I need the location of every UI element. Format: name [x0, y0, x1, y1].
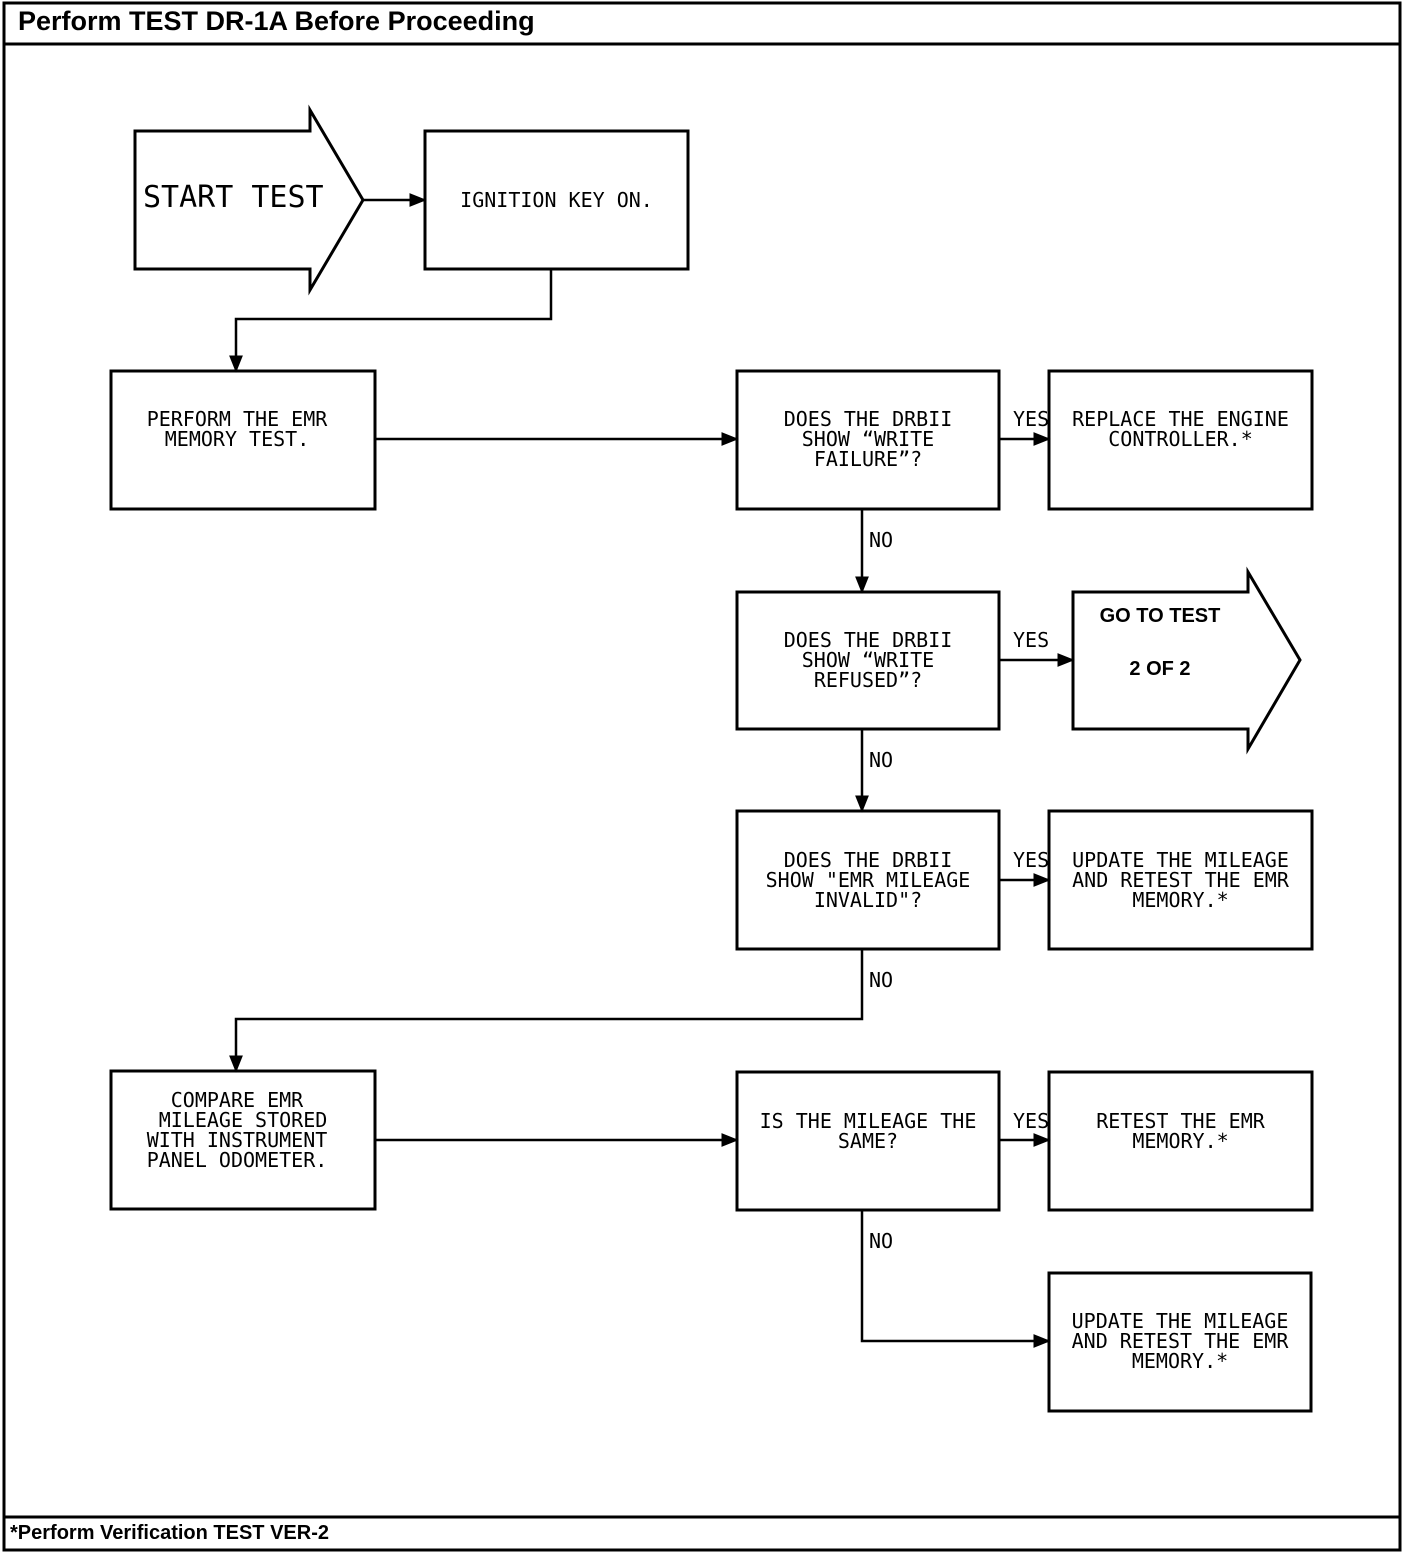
label-no-mileage-invalid: NO [869, 968, 894, 992]
retest-emr-line-2: MEMORY.* [1132, 1129, 1229, 1153]
goto-test-line-1: GO TO TEST [1099, 605, 1221, 627]
write-refused-text: DOES THE DRBII SHOW “WRITE REFUSED”? [737, 630, 999, 690]
edge-ignition-to-emr-test [229, 269, 553, 373]
write-failure-line-2: SHOW “WRITE [801, 427, 935, 451]
update-mileage-2-line-2: AND RETEST THE EMR [1071, 1329, 1289, 1353]
retest-emr-line-1: RETEST THE EMR [1096, 1109, 1265, 1133]
label-no-mileage-same: NO [869, 1229, 894, 1253]
label-yes-mileage-invalid: YES [1013, 848, 1050, 872]
write-refused-line-1: DOES THE DRBII [783, 628, 953, 652]
ignition-text: IGNITION KEY ON. [425, 190, 688, 210]
label-yes-mileage-same: YES [1013, 1109, 1050, 1133]
compare-emr-line-2: MILEAGE STORED [146, 1108, 328, 1132]
mileage-invalid-text: DOES THE DRBII SHOW "EMR MILEAGE INVALID… [737, 850, 999, 910]
replace-controller-line-2: CONTROLLER.* [1108, 427, 1253, 451]
update-mileage-1-line-1: UPDATE THE MILEAGE [1072, 848, 1289, 872]
update-mileage-2-line-3: MEMORY.* [1131, 1349, 1229, 1373]
update-mileage-1-line-2: AND RETEST THE EMR [1072, 868, 1289, 892]
update-mileage-2-text: UPDATE THE MILEAGE AND RETEST THE EMR ME… [1049, 1311, 1311, 1371]
compare-emr-text: COMPARE EMR MILEAGE STORED WITH INSTRUME… [111, 1090, 363, 1170]
footer-note: *Perform Verification TEST VER-2 [10, 1522, 329, 1544]
start-test-arrow-shape [133, 104, 365, 296]
mileage-same-line-1: IS THE MILEAGE THE [759, 1109, 977, 1133]
label-yes-write-refused: YES [1013, 628, 1050, 652]
write-refused-line-3: REFUSED”? [813, 668, 923, 692]
emr-test-text: PERFORM THE EMR MEMORY TEST. [111, 409, 363, 449]
mileage-invalid-line-1: DOES THE DRBII [783, 848, 953, 872]
write-failure-text: DOES THE DRBII SHOW “WRITE FAILURE”? [737, 409, 999, 469]
page-title: Perform TEST DR-1A Before Proceeding [18, 6, 535, 36]
write-refused-line-2: SHOW “WRITE [801, 648, 935, 672]
compare-emr-line-4: PANEL ODOMETER. [146, 1148, 328, 1172]
mileage-same-line-2: SAME? [837, 1129, 899, 1153]
label-no-write-failure: NO [869, 528, 894, 552]
retest-emr-text: RETEST THE EMR MEMORY.* [1049, 1111, 1312, 1151]
start-test-label: START TEST [143, 180, 324, 215]
goto-test-arrow-shape [1071, 566, 1302, 755]
mileage-invalid-line-2: SHOW "EMR MILEAGE [765, 868, 971, 892]
label-no-write-refused: NO [869, 748, 894, 772]
compare-emr-line-3: WITH INSTRUMENT [146, 1128, 328, 1152]
update-mileage-2-line-1: UPDATE THE MILEAGE [1071, 1309, 1289, 1333]
mileage-invalid-line-3: INVALID"? [813, 888, 923, 912]
compare-emr-line-1: COMPARE EMR [170, 1088, 304, 1112]
edge-mileage-same-no [860, 1210, 1051, 1348]
ignition-line-1: IGNITION KEY ON. [460, 188, 653, 212]
update-mileage-1-text: UPDATE THE MILEAGE AND RETEST THE EMR ME… [1049, 850, 1312, 910]
replace-controller-text: REPLACE THE ENGINE CONTROLLER.* [1049, 409, 1312, 449]
emr-test-line-2: MEMORY TEST. [164, 427, 310, 451]
label-yes-write-failure: YES [1013, 407, 1050, 431]
mileage-same-text: IS THE MILEAGE THE SAME? [737, 1111, 999, 1151]
update-mileage-1-line-3: MEMORY.* [1132, 888, 1229, 912]
emr-test-line-1: PERFORM THE EMR [146, 407, 328, 431]
goto-test-line-2: 2 OF 2 [1129, 658, 1191, 680]
edge-mileage-invalid-no [229, 949, 864, 1073]
write-failure-line-1: DOES THE DRBII [783, 407, 953, 431]
write-failure-line-3: FAILURE”? [813, 447, 923, 471]
replace-controller-line-1: REPLACE THE ENGINE [1072, 407, 1289, 431]
